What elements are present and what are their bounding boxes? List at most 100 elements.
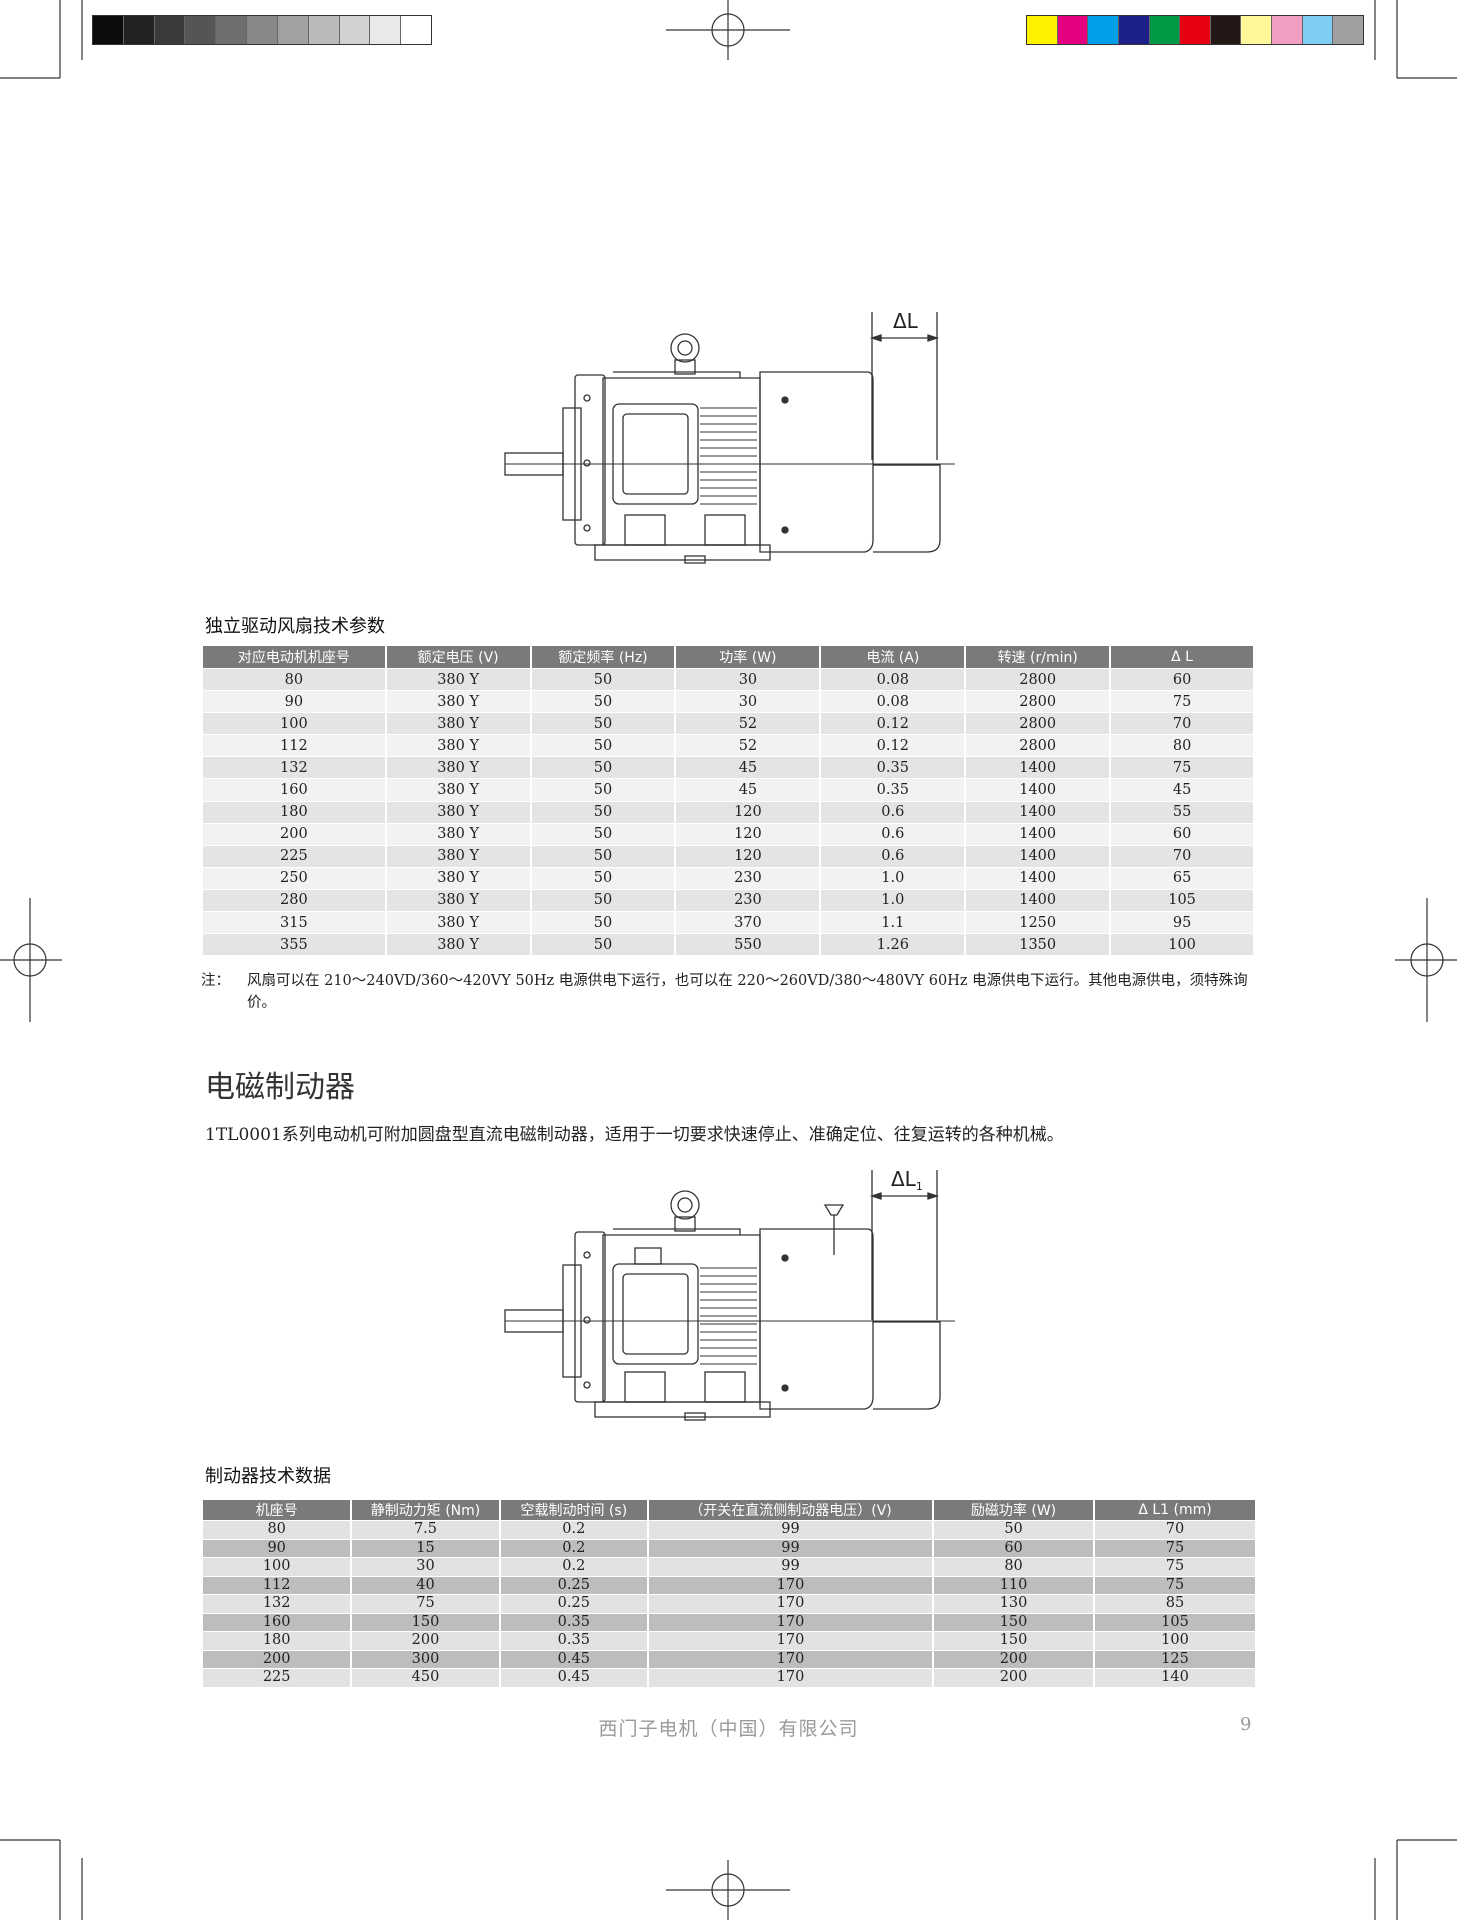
table-cell: 380 Y bbox=[385, 734, 532, 757]
table-cell: 50 bbox=[530, 734, 677, 757]
table-cell: 15 bbox=[351, 1538, 501, 1558]
column-header: Δ L1 (mm) bbox=[1094, 1500, 1255, 1521]
table-cell: 225 bbox=[203, 1668, 353, 1687]
table-cell: 380 Y bbox=[385, 866, 532, 890]
table-cell: 70 bbox=[1094, 1520, 1255, 1539]
table-header-row: 机座号静制动力矩 (Nm)空载制动时间 (s)（开关在直流侧制动器电压）(V)励… bbox=[203, 1500, 1255, 1521]
table-cell: 70 bbox=[1110, 712, 1253, 735]
table-cell: 0.08 bbox=[820, 690, 967, 713]
table-cell: 50 bbox=[530, 756, 677, 779]
table-cell: 200 bbox=[351, 1631, 501, 1650]
table-cell: 380 Y bbox=[385, 888, 532, 912]
registration-target-bottom bbox=[666, 1860, 790, 1920]
table-cell: 200 bbox=[933, 1668, 1096, 1687]
table-cell: 170 bbox=[647, 1631, 935, 1650]
table-cell: 75 bbox=[1110, 690, 1253, 713]
table-cell: 50 bbox=[530, 844, 677, 868]
table-cell: 1350 bbox=[965, 933, 1112, 956]
table-cell: 170 bbox=[647, 1575, 935, 1595]
table-cell: 380 Y bbox=[385, 822, 532, 846]
color-swatch bbox=[1027, 16, 1058, 44]
table-cell: 60 bbox=[1110, 822, 1253, 846]
table-cell: 50 bbox=[530, 888, 677, 912]
table-cell: 315 bbox=[203, 911, 387, 934]
table-cell: 170 bbox=[647, 1668, 935, 1687]
table-header-row: 对应电动机机座号额定电压 (V)额定频率 (Hz)功率 (W)电流 (A)转速 … bbox=[203, 646, 1253, 669]
table-cell: 0.25 bbox=[499, 1594, 649, 1613]
note-label: 注： bbox=[201, 973, 230, 989]
gray-swatch bbox=[216, 16, 248, 44]
column-header: （开关在直流侧制动器电压）(V) bbox=[647, 1500, 935, 1521]
table-cell: 160 bbox=[203, 778, 387, 802]
table-cell: 380 Y bbox=[385, 911, 532, 934]
gray-swatch bbox=[185, 16, 217, 44]
table-cell: 125 bbox=[1094, 1649, 1255, 1669]
table-cell: 75 bbox=[351, 1594, 501, 1613]
table-cell: 170 bbox=[647, 1612, 935, 1632]
gray-swatch bbox=[247, 16, 278, 44]
table-cell: 200 bbox=[933, 1649, 1096, 1669]
table-cell: 0.35 bbox=[499, 1612, 649, 1632]
table-cell: 380 Y bbox=[385, 667, 532, 691]
fan-spec-table: 对应电动机机座号额定电压 (V)额定频率 (Hz)功率 (W)电流 (A)转速 … bbox=[203, 646, 1253, 956]
table-cell: 45 bbox=[675, 778, 822, 802]
table-cell: 0.35 bbox=[820, 778, 967, 802]
table-cell: 2800 bbox=[965, 734, 1112, 757]
table-cell: 230 bbox=[675, 888, 822, 912]
table-cell: 7.5 bbox=[351, 1520, 501, 1539]
registration-target-left bbox=[0, 898, 62, 1022]
table-cell: 0.2 bbox=[499, 1538, 649, 1558]
table-cell: 80 bbox=[203, 1520, 353, 1539]
table-cell: 450 bbox=[351, 1668, 501, 1687]
table-cell: 1400 bbox=[965, 778, 1112, 802]
table-cell: 1400 bbox=[965, 866, 1112, 890]
gray-swatch bbox=[154, 16, 186, 44]
grayscale-calibration-bar bbox=[92, 15, 432, 45]
table-cell: 95 bbox=[1110, 911, 1253, 934]
table-cell: 100 bbox=[1094, 1631, 1255, 1650]
brake-table-caption: 制动器技术数据 bbox=[205, 1466, 331, 1487]
table-cell: 55 bbox=[1110, 800, 1253, 824]
table-cell: 1400 bbox=[965, 888, 1112, 912]
table-cell: 30 bbox=[351, 1557, 501, 1576]
brake-section-intro: 1TL0001系列电动机可附加圆盘型直流电磁制动器，适用于一切要求快速停止、准确… bbox=[205, 1125, 1064, 1145]
table-cell: 50 bbox=[530, 667, 677, 691]
table-cell: 130 bbox=[933, 1594, 1096, 1613]
table-cell: 75 bbox=[1094, 1575, 1255, 1595]
table-cell: 380 Y bbox=[385, 778, 532, 802]
color-swatch bbox=[1118, 16, 1150, 44]
table-cell: 160 bbox=[203, 1612, 353, 1632]
note-text: 风扇可以在 210～240VD/360～420VY 50Hz 电源供电下运行，也… bbox=[247, 973, 1248, 1011]
table-cell: 1.26 bbox=[820, 933, 967, 956]
table-cell: 0.25 bbox=[499, 1575, 649, 1595]
gray-swatch bbox=[123, 16, 155, 44]
table-cell: 2800 bbox=[965, 690, 1112, 713]
table-cell: 0.08 bbox=[820, 667, 967, 691]
table-cell: 80 bbox=[203, 667, 387, 691]
table-cell: 2800 bbox=[965, 712, 1112, 735]
table-cell: 0.35 bbox=[499, 1631, 649, 1650]
table-cell: 0.2 bbox=[499, 1557, 649, 1576]
table-cell: 1.0 bbox=[820, 888, 967, 912]
table-cell: 112 bbox=[203, 734, 387, 757]
color-swatch bbox=[1210, 16, 1242, 44]
table-cell: 65 bbox=[1110, 866, 1253, 890]
table-cell: 200 bbox=[203, 822, 387, 846]
table-cell: 1400 bbox=[965, 800, 1112, 824]
color-swatch bbox=[1149, 16, 1181, 44]
color-swatch bbox=[1241, 16, 1273, 44]
table-cell: 50 bbox=[530, 911, 677, 934]
brake-spec-table: 机座号静制动力矩 (Nm)空载制动时间 (s)（开关在直流侧制动器电压）(V)励… bbox=[203, 1500, 1255, 1687]
table-cell: 1.0 bbox=[820, 866, 967, 890]
table-cell: 60 bbox=[933, 1538, 1096, 1558]
